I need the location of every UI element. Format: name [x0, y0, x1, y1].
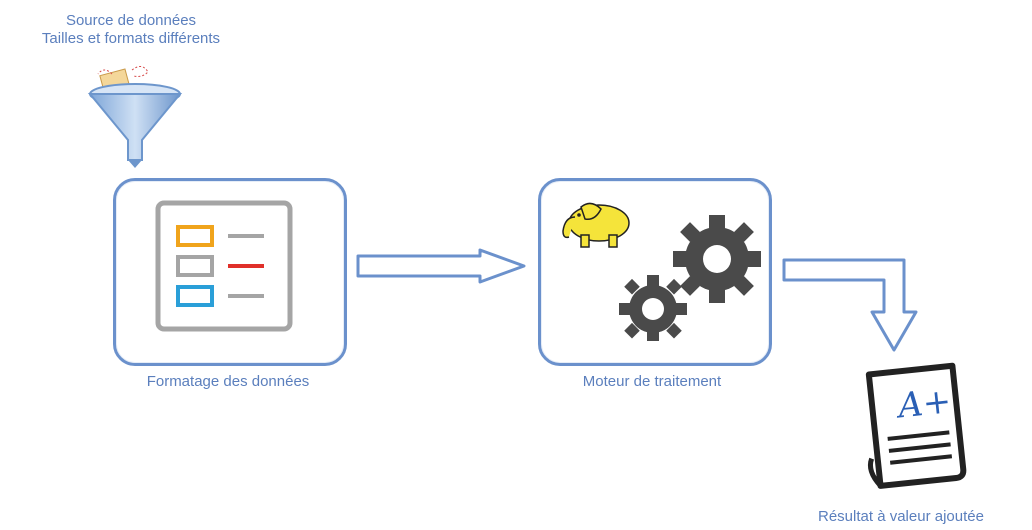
formatting-step-label: Formatage des données: [146, 373, 310, 390]
source-title: Source de données Tailles et formats dif…: [0, 12, 262, 48]
result-label: Résultat à valeur ajoutée: [818, 508, 984, 525]
source-line-1: Source de données: [65, 12, 197, 29]
funnel-icon: [87, 66, 183, 168]
hadoop-elephant-icon: [562, 202, 630, 248]
source-line-2: Tailles et formats différents: [41, 30, 221, 47]
processing-engine-label: Moteur de traitement: [582, 373, 722, 390]
graded-document-icon: A+: [865, 362, 967, 489]
processing-engine-box: [538, 178, 772, 366]
grade-text: A+: [893, 381, 953, 427]
form-list-icon: [155, 200, 293, 332]
gears-icon: [619, 215, 761, 341]
formatting-step-box: [113, 178, 347, 366]
arrow-elbow-down-icon: [782, 258, 918, 352]
arrow-right-icon: [356, 248, 526, 284]
